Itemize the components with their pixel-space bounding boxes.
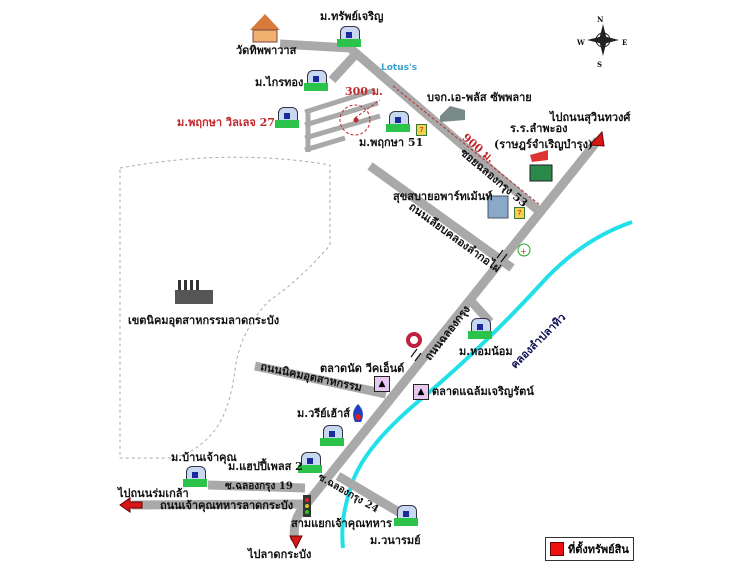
road-top	[279, 39, 543, 216]
property-marker-icon	[550, 542, 564, 556]
house-icon	[304, 70, 328, 92]
svg-text:+: +	[520, 247, 527, 256]
label-baanchaokhun: ม.บ้านเจ้าคุณ	[171, 451, 237, 464]
label-school: ร.ร.ลำพะอง	[510, 122, 568, 135]
gas-station-flame-icon	[353, 404, 363, 422]
compass-n: N	[597, 15, 604, 24]
property-location-marker	[353, 117, 359, 123]
label-to-ladkrabang: ไปลาดกระบัง	[248, 548, 312, 561]
label-market-weekend: ตลาดนัด วีคเอ็นด์	[320, 362, 405, 375]
label-condo: สุขสบายอพาร์ทเม้นท์	[393, 190, 493, 203]
village-road-grid	[304, 87, 381, 153]
lotus-logo: Lotus's	[381, 63, 418, 73]
arrow-to-romklao-icon	[119, 497, 143, 513]
seven-eleven-icon: 7	[514, 207, 525, 219]
label-soi19: ซ.ฉลองกรุง 19	[225, 481, 293, 492]
traffic-light-icon	[303, 495, 311, 517]
label-to-romklao: ไปถนนร่มเกล้า	[118, 487, 189, 500]
distance-900-line	[392, 85, 541, 206]
house-icon	[183, 466, 207, 488]
label-junction: สามแยกเจ้าคุณทหาร	[291, 517, 392, 530]
label-road-chaokhun: ถนนเจ้าคุณทหารลาดกระบัง	[160, 499, 294, 512]
road-lamkophai	[367, 162, 515, 272]
label-kraithong: ม.ไกรทอง	[255, 76, 304, 89]
canal	[340, 220, 633, 549]
arrow-to-sukhumvit-icon	[588, 130, 605, 147]
label-distance-300: 300 ม.	[345, 85, 383, 98]
warehouse-icon	[440, 106, 465, 122]
gas-station-star-icon	[406, 332, 422, 348]
school-icon	[529, 150, 553, 182]
label-industrial-estate: เขตนิคมอุตสาหกรรมลาดกระบัง	[128, 314, 280, 327]
compass-e: E	[622, 38, 628, 47]
label-homnom: ม.หอมน้อม	[459, 345, 513, 358]
house-icon	[386, 111, 410, 133]
label-wiree: ม.วรีย์เฮ้าส์	[297, 407, 350, 420]
market-icon: ▲	[374, 376, 390, 392]
label-sapcharoen: ม.ทรัพย์เจริญ	[320, 10, 384, 23]
house-icon	[320, 425, 344, 447]
house-icon	[394, 505, 418, 527]
label-happy2: ม.แฮปปี้เพลส 2	[228, 460, 303, 473]
label-school-sub: (ราษฎร์จำเริญบำรุง)	[494, 138, 594, 151]
bridge-icons	[410, 249, 508, 362]
pharmacy-icon: +	[517, 243, 531, 257]
label-wanarom: ม.วนารมย์	[370, 534, 421, 547]
distance-300-line	[354, 99, 381, 119]
house-icon	[337, 26, 361, 48]
road-chaokhun	[131, 499, 306, 510]
label-pruksa51: ม.พฤกษา 51	[359, 136, 424, 149]
label-company: บจก.เอ-พลัส ซัพพลาย	[427, 91, 532, 104]
label-market-charoen: ตลาดแฉล้มเจริญรัตน์	[432, 385, 534, 398]
compass-s: S	[597, 60, 603, 69]
map-legend: ที่ตั้งทรัพย์สิน	[545, 537, 634, 561]
seven-eleven-icon: 7	[416, 124, 427, 136]
legend-label: ที่ตั้งทรัพย์สิน	[568, 543, 629, 556]
road-nikhom	[254, 361, 387, 399]
house-icon	[275, 107, 299, 129]
road-soi24	[335, 472, 405, 518]
distance-300-radius	[339, 104, 371, 136]
industrial-estate-boundary	[119, 156, 331, 459]
factory-icon	[175, 280, 213, 304]
label-pruksa27: ม.พฤกษา วิลเลจ 27	[177, 116, 275, 129]
apartment-building-icon	[487, 195, 509, 219]
label-wat: วัดทิพพาวาส	[236, 44, 297, 57]
road-kraithong	[328, 51, 359, 84]
compass-icon	[587, 24, 619, 56]
road-soi19	[207, 480, 306, 493]
house-icon	[468, 318, 492, 340]
compass-w: W	[577, 38, 585, 47]
arrow-to-ladkrabang-icon	[289, 535, 303, 550]
label-to-sukhumvit: ไปถนนสุวินทวงศ์	[550, 111, 631, 124]
market-icon: ▲	[413, 384, 429, 400]
house-icon	[298, 452, 322, 474]
temple-icon	[250, 14, 280, 43]
